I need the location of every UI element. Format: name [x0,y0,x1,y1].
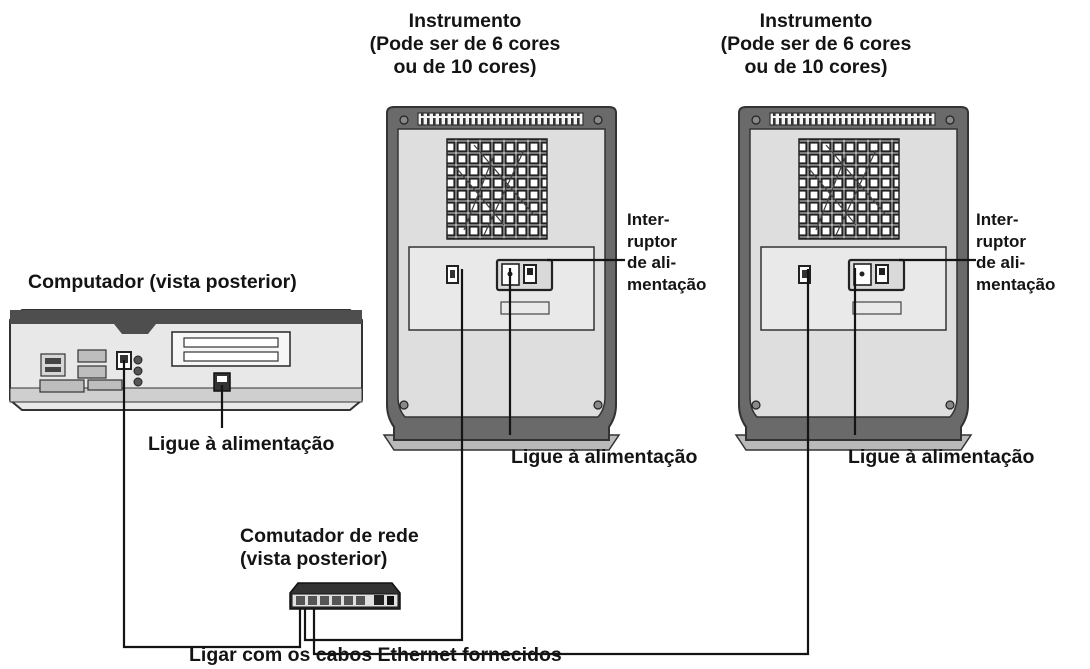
instrument-rear-icon-2 [734,105,973,452]
computer-rear-icon [9,309,363,411]
computer-label: Computador (vista posterior) [28,271,297,293]
ethernet-cable-computer [122,360,302,649]
network-switch-icon [289,582,401,610]
instrument-rear-icon-1 [382,105,621,452]
ethernet-cable-instrument-1 [303,269,464,642]
instrument-2-label: Instrumento (Pode ser de 6 cores ou de 1… [720,10,912,78]
instrument-1-label: Instrumento (Pode ser de 6 cores ou de 1… [369,10,561,78]
instrument-1-power-label: Ligue à alimentação [511,446,698,468]
ethernet-cable-instrument-2 [312,269,810,656]
power-switch-label-2: Inter- ruptor de ali- mentação [976,210,1056,294]
power-switch-label-1: Inter- ruptor de ali- mentação [627,210,707,294]
network-switch-label: Comutador de rede (vista posterior) [240,525,419,570]
computer-power-label: Ligue à alimentação [148,433,335,455]
ethernet-caption: Ligar com os cabos Ethernet fornecidos [189,644,562,666]
instrument-2-power-label: Ligue à alimentação [848,446,1035,468]
